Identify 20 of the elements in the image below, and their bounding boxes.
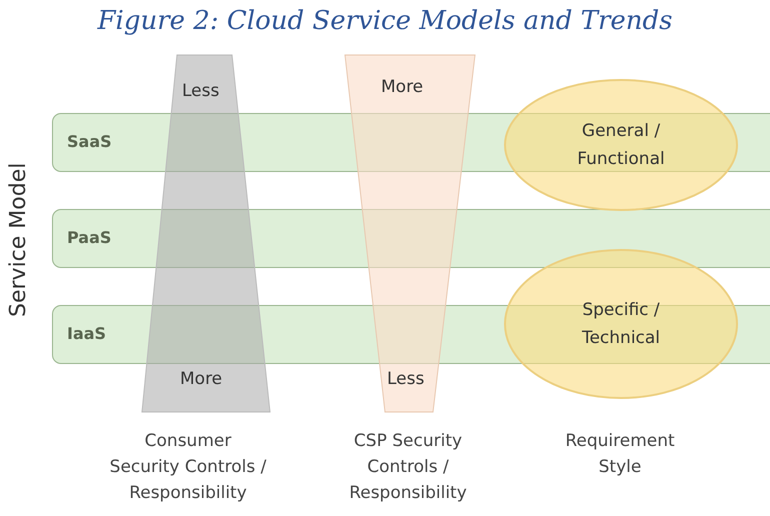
band-label: SaaS: [67, 132, 112, 151]
service-model-band: [52, 209, 770, 268]
band-label: PaaS: [67, 228, 112, 247]
trapezoid-shape: [345, 55, 475, 412]
scale-label: Less: [387, 369, 424, 389]
trapezoid-shape: [142, 55, 270, 412]
ellipse-shape: [505, 250, 737, 398]
figure-title: Figure 2: Cloud Service Models and Trends: [96, 6, 674, 36]
column-caption: Consumer Security Controls / Responsibility: [108, 430, 268, 505]
axis-label: Service Model: [6, 162, 31, 320]
band-label: IaaS: [67, 324, 106, 343]
ellipse-shape: [505, 80, 737, 210]
scale-label: More: [381, 77, 424, 97]
ellipse-label: Specific / Technical: [580, 299, 662, 350]
column-caption: Requirement Style: [564, 430, 676, 479]
service-model-band: [52, 113, 770, 172]
ellipse-label: General / Functional: [576, 120, 666, 171]
column-caption: CSP Security Controls / Responsibility: [348, 430, 468, 505]
scale-label: Less: [182, 81, 220, 101]
scale-label: More: [180, 369, 222, 389]
